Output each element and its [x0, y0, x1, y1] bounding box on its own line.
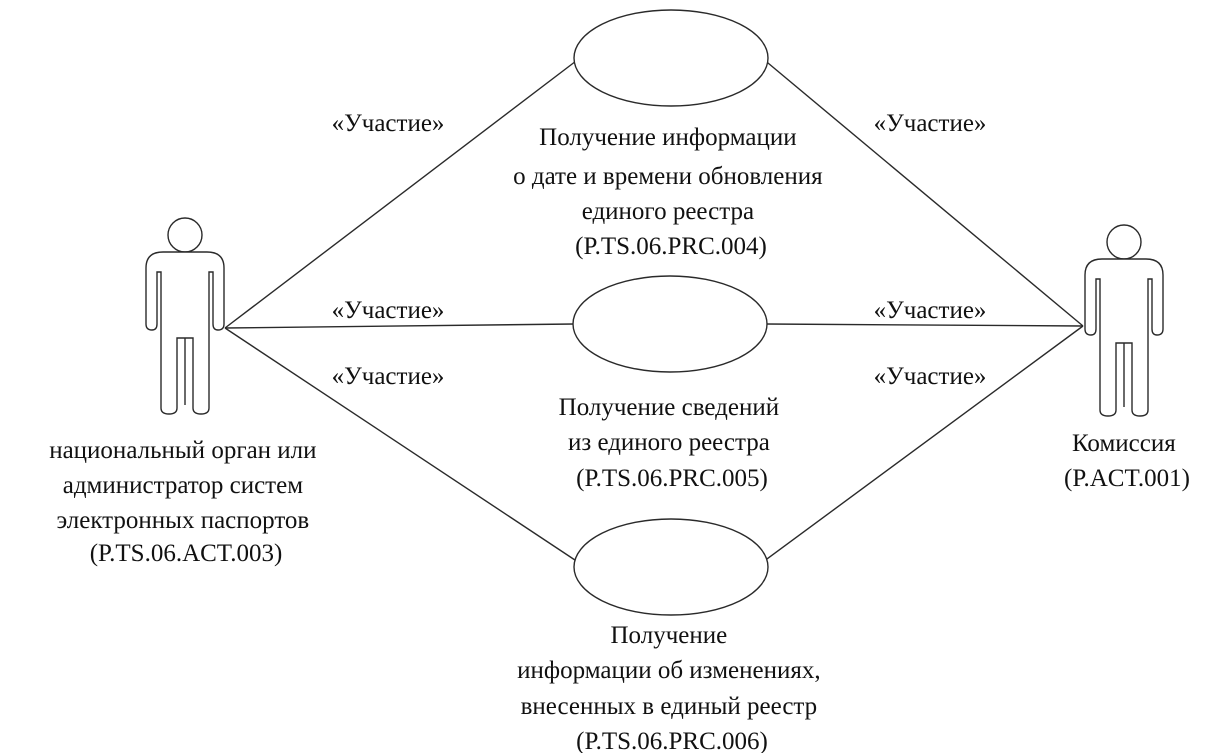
association-line-right-uc006	[751, 325, 1084, 571]
association-label-right-uc004: «Участие»	[874, 110, 987, 137]
actor-figure-left[interactable]	[145, 217, 225, 415]
use-case-label-006-line-4: (P.TS.06.PRC.006)	[576, 728, 768, 753]
use-case-label-006: Получение информации об изменениях, внес…	[517, 622, 827, 753]
use-case-label-006-line-2: информации об изменениях,	[517, 657, 820, 684]
use-case-label-004-line-2: о дате и времени обновления	[513, 163, 823, 190]
use-case-ellipse-005[interactable]	[572, 275, 768, 373]
association-line-left-uc005	[224, 323, 575, 329]
use-case-ellipses	[572, 9, 769, 616]
actor-head-right	[1106, 224, 1142, 260]
use-case-ellipse-006[interactable]	[573, 518, 769, 616]
use-case-label-005-line-2: из единого реестра	[568, 429, 770, 456]
actor-body-right	[1084, 258, 1164, 417]
association-label-left-uc006: «Участие»	[332, 363, 445, 390]
use-case-label-004-line-4: (P.TS.06.PRC.004)	[575, 233, 767, 260]
actor-label-left-line-3: электронных паспортов	[57, 507, 310, 534]
use-case-label-006-line-1: Получение	[611, 622, 728, 649]
use-case-label-006-line-3: внесенных в единый реестр	[521, 693, 818, 720]
association-line-right-uc005	[765, 323, 1084, 327]
association-label-left-uc004: «Участие»	[332, 110, 445, 137]
use-case-label-004-line-3: единого реестра	[582, 198, 754, 225]
actor-label-left-line-1: национальный орган или	[49, 437, 316, 464]
actor-label-left-line-4: (P.TS.06.ACT.003)	[90, 540, 283, 567]
actor-head-left	[167, 217, 203, 253]
actor-body-left	[145, 251, 225, 415]
actor-label-left-line-2: администратор систем	[63, 472, 303, 499]
association-label-right-uc006: «Участие»	[874, 363, 987, 390]
association-lines	[224, 57, 1084, 571]
use-case-label-005-line-1: Получение сведений	[559, 394, 779, 421]
actor-label-right: Комиссия (P.ACT.001)	[1064, 430, 1190, 492]
actor-label-right-line-2: (P.ACT.001)	[1064, 465, 1190, 492]
association-line-left-uc004	[224, 57, 581, 329]
association-line-right-uc004	[761, 57, 1084, 327]
use-case-label-005: Получение сведений из единого реестра (P…	[559, 394, 786, 492]
actor-label-right-line-1: Комиссия	[1072, 430, 1176, 457]
actor-label-left: национальный орган или администратор сис…	[49, 437, 323, 567]
use-case-label-004-line-1: Получение информации	[539, 124, 796, 151]
actor-figure-right[interactable]	[1084, 224, 1164, 417]
use-case-label-005-line-3: (P.TS.06.PRC.005)	[576, 465, 768, 492]
use-case-ellipse-004[interactable]	[573, 9, 769, 107]
association-label-right-uc005: «Участие»	[874, 297, 987, 324]
association-label-left-uc005: «Участие»	[332, 297, 445, 324]
use-case-label-004: Получение информации о дате и времени об…	[513, 124, 829, 260]
association-line-left-uc006	[224, 327, 591, 571]
association-labels: «Участие» «Участие» «Участие» «Участие» …	[332, 110, 987, 390]
